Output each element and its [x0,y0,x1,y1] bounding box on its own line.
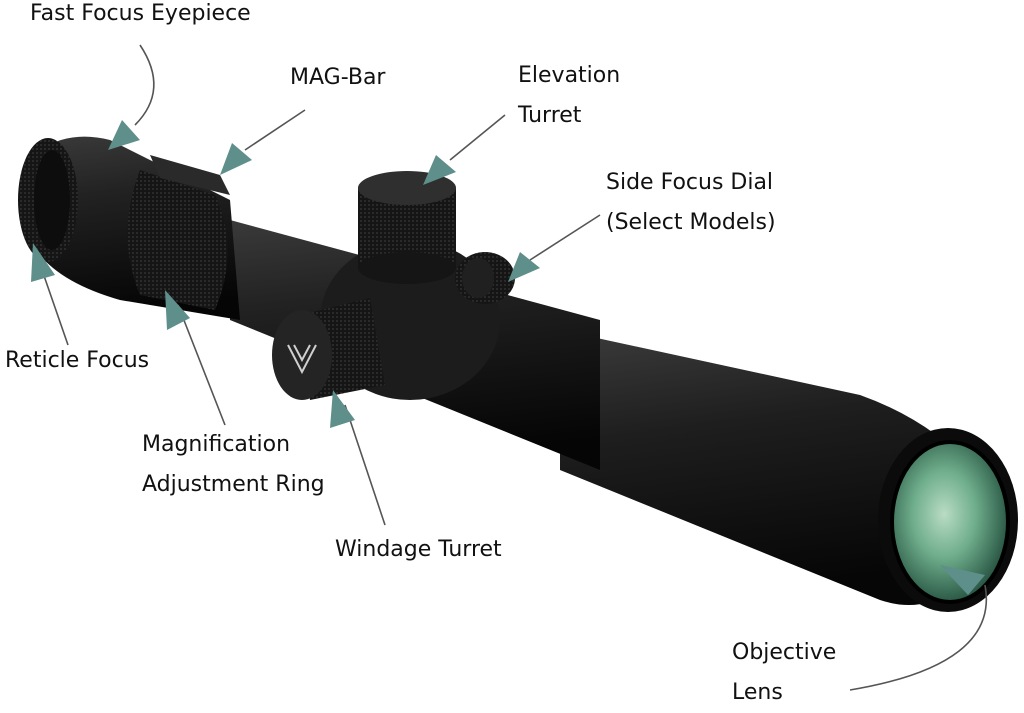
label-magnification-line2: Adjustment Ring [142,465,325,505]
leader-elevation [450,115,505,160]
label-mag-bar: MAG-Bar [290,58,385,98]
label-windage-turret: Windage Turret [335,530,502,570]
label-mag-bar-text: MAG-Bar [290,58,385,98]
label-objective-line1: Objective [732,633,836,673]
label-windage-turret-text: Windage Turret [335,530,502,570]
leader-mag-bar [245,110,305,150]
label-reticle-focus: Reticle Focus [5,341,149,381]
label-reticle-focus-text: Reticle Focus [5,341,149,381]
label-objective-line2: Lens [732,673,836,713]
leader-reticle [42,270,68,345]
objective-lens [878,428,1018,612]
label-side-focus-line2: (Select Models) [606,203,776,243]
leader-fast-focus [135,45,154,125]
leader-magnification [178,305,225,425]
label-fast-focus-eyepiece-text: Fast Focus Eyepiece [30,0,251,34]
label-elevation-line2: Turret [518,96,620,136]
label-side-focus-dial: Side Focus Dial (Select Models) [606,163,776,243]
label-objective-lens: Objective Lens [732,633,836,713]
label-elevation-line1: Elevation [518,56,620,96]
label-fast-focus-eyepiece: Fast Focus Eyepiece [30,0,251,34]
label-side-focus-line1: Side Focus Dial [606,163,776,203]
label-magnification-line1: Magnification [142,425,325,465]
elevation-turret[interactable] [358,171,456,284]
leader-windage [345,405,385,525]
label-magnification-ring: Magnification Adjustment Ring [142,425,325,505]
leader-side-focus [530,215,600,260]
side-focus-dial[interactable] [455,252,515,304]
label-elevation-turret: Elevation Turret [518,56,620,136]
